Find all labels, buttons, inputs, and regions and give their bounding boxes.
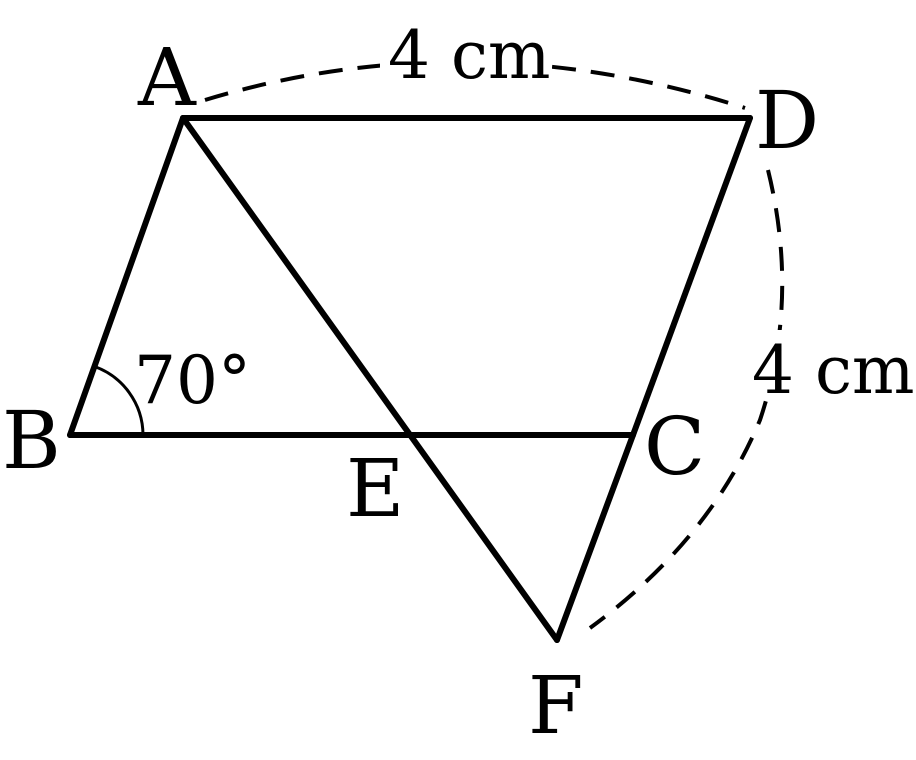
point-label-f: F <box>528 659 584 752</box>
segment-af <box>180 115 560 643</box>
angle-mark-b <box>92 364 145 436</box>
dashed-arc-ad <box>204 59 746 110</box>
label-mask-ad <box>380 12 552 84</box>
segment-cf <box>554 432 636 643</box>
dashed-arc-df <box>588 169 785 630</box>
point-label-c: C <box>644 400 705 493</box>
point-label-e: E <box>346 442 404 535</box>
point-label-d: D <box>755 74 819 167</box>
point-label-b: B <box>2 394 61 487</box>
segment-ab <box>67 115 186 438</box>
segment-dc <box>630 115 753 438</box>
length-label-df: 4 cm <box>752 332 915 409</box>
angle-label-b: 70° <box>134 342 251 419</box>
label-mask-df <box>750 330 916 400</box>
point-label-a: A <box>137 31 197 124</box>
length-label-ad: 4 cm <box>388 17 551 94</box>
